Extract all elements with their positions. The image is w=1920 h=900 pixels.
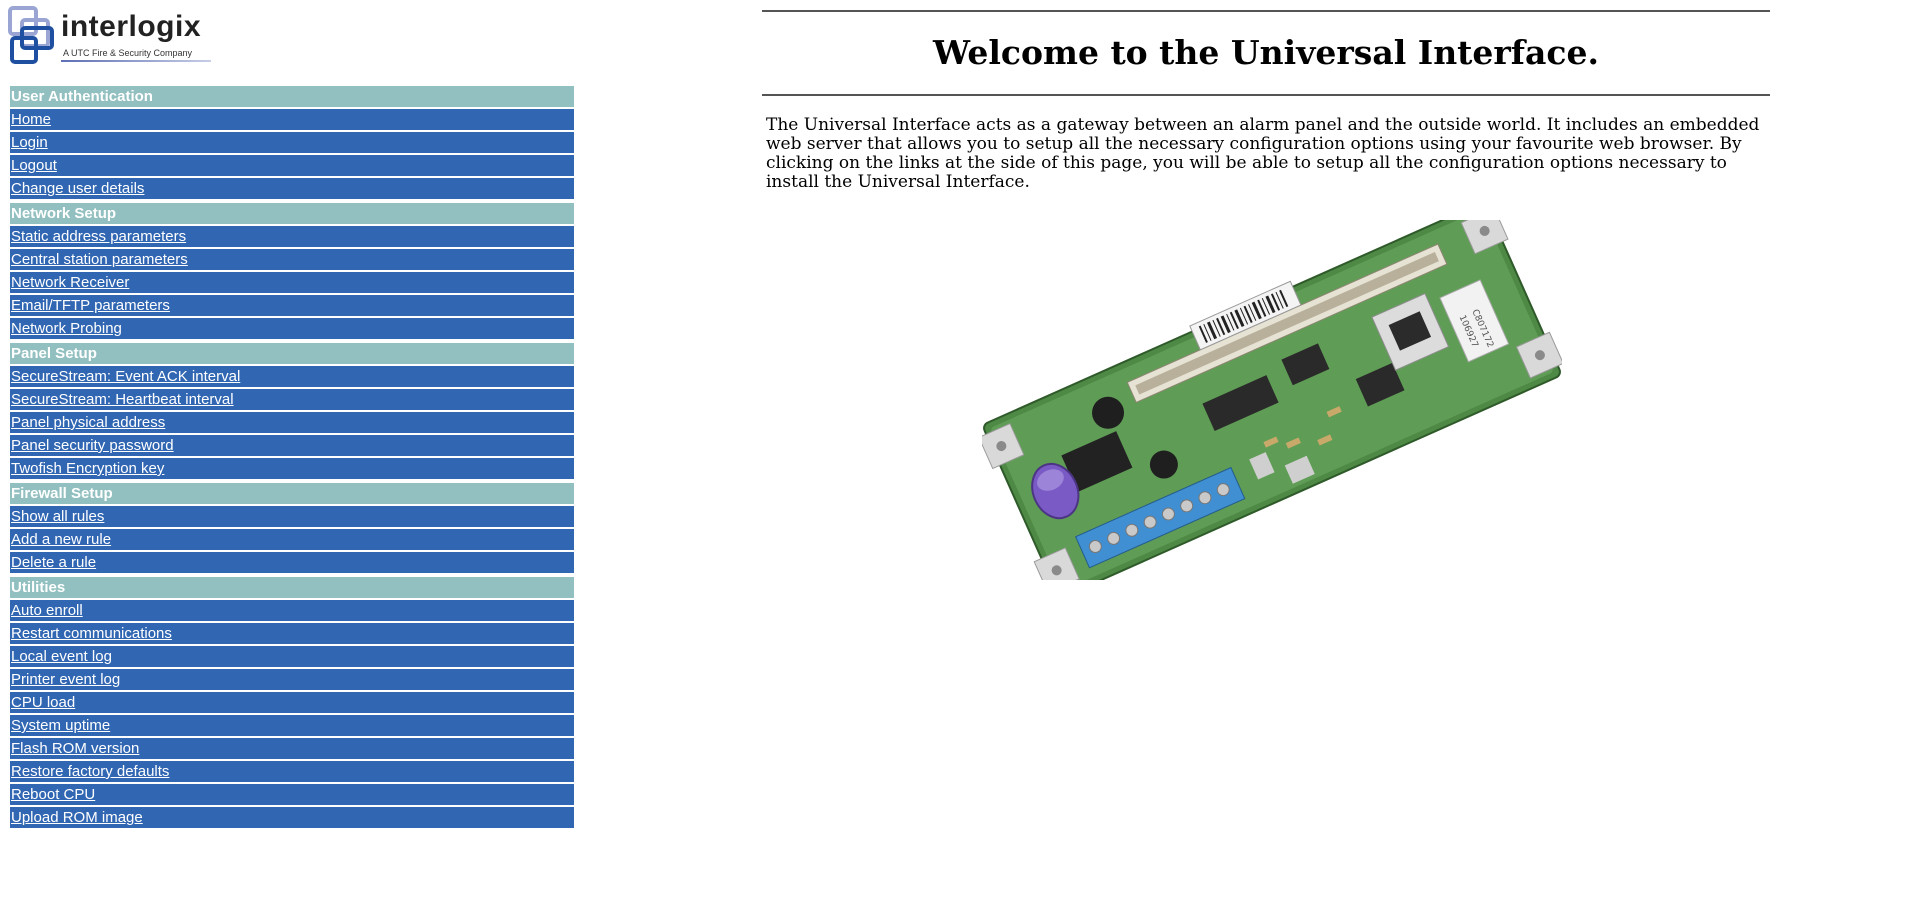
main-content: Welcome to the Universal Interface. The … [762,10,1770,598]
menu-heading-firewall-setup: Firewall Setup [10,483,574,504]
sidebar-link-delete-a-rule[interactable]: Delete a rule [10,552,574,573]
sidebar-link-securestream-heartbeat-interval[interactable]: SecureStream: Heartbeat interval [10,389,574,410]
interlogix-logo: interlogix A UTC Fire & Security Company [8,6,218,70]
sidebar-link-twofish-encryption-key[interactable]: Twofish Encryption key [10,458,574,479]
menu-heading-utilities: Utilities [10,577,574,598]
sidebar-link-cpu-load[interactable]: CPU load [10,692,574,713]
sidebar-link-add-a-new-rule[interactable]: Add a new rule [10,529,574,550]
sidebar-link-securestream-event-ack-interval[interactable]: SecureStream: Event ACK interval [10,366,574,387]
bottom-divider [762,94,1770,96]
menu-heading-user-authentication: User Authentication [10,86,574,107]
sidebar-link-network-receiver[interactable]: Network Receiver [10,272,574,293]
sidebar-link-restart-communications[interactable]: Restart communications [10,623,574,644]
sidebar-link-change-user-details[interactable]: Change user details [10,178,574,199]
logo-tagline: A UTC Fire & Security Company [63,48,193,58]
menu-heading-panel-setup: Panel Setup [10,343,574,364]
sidebar-link-panel-physical-address[interactable]: Panel physical address [10,412,574,433]
sidebar-link-static-address-parameters[interactable]: Static address parameters [10,226,574,247]
sidebar-link-logout[interactable]: Logout [10,155,574,176]
sidebar-link-panel-security-password[interactable]: Panel security password [10,435,574,456]
sidebar-link-system-uptime[interactable]: System uptime [10,715,574,736]
sidebar-link-restore-factory-defaults[interactable]: Restore factory defaults [10,761,574,782]
sidebar-link-printer-event-log[interactable]: Printer event log [10,669,574,690]
sidebar-link-upload-rom-image[interactable]: Upload ROM image [10,807,574,828]
logo-squares-icon [8,6,54,64]
sidebar-link-central-station-parameters[interactable]: Central station parameters [10,249,574,270]
sidebar-link-auto-enroll[interactable]: Auto enroll [10,600,574,621]
sidebar-link-login[interactable]: Login [10,132,574,153]
menu-heading-network-setup: Network Setup [10,203,574,224]
sidebar-link-flash-rom-version[interactable]: Flash ROM version [10,738,574,759]
page-title: Welcome to the Universal Interface. [933,33,1599,72]
sidebar-link-network-probing[interactable]: Network Probing [10,318,574,339]
device-image: 106927 C807172 [978,202,1564,598]
sidebar-link-email-tftp-parameters[interactable]: Email/TFTP parameters [10,295,574,316]
sidebar-link-show-all-rules[interactable]: Show all rules [10,506,574,527]
circuit-board-image: 106927 C807172 [978,202,1564,598]
logo-underline [61,60,211,62]
logo-wordmark: interlogix [61,10,202,43]
intro-paragraph: The Universal Interface acts as a gatewa… [766,115,1760,192]
sidebar-link-reboot-cpu[interactable]: Reboot CPU [10,784,574,805]
sidebar-link-local-event-log[interactable]: Local event log [10,646,574,667]
top-divider [762,10,1770,12]
sidebar-link-home[interactable]: Home [10,109,574,130]
